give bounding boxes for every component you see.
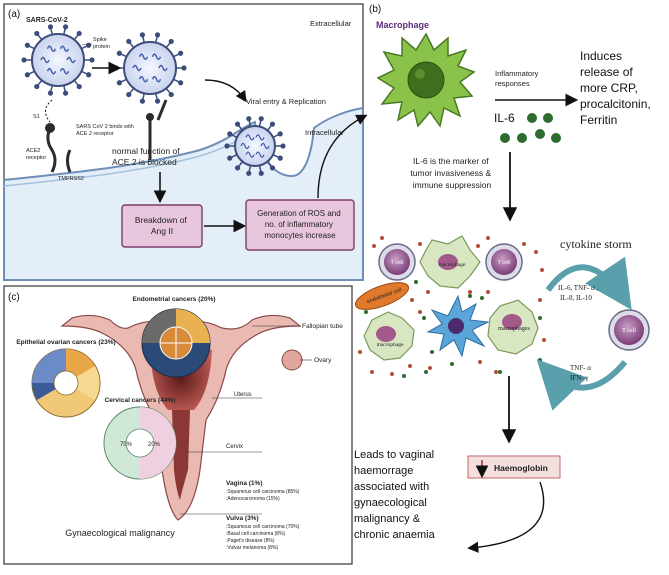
macrophages-label: macrophages: [498, 326, 530, 332]
t-cell-2: T cell: [485, 243, 523, 281]
tmprss2-label: TMPRSS2: [58, 176, 84, 182]
t-cell-1: T cell: [378, 243, 416, 281]
panel-a: (a) SARS-CoV-2 Extracellular Intracellul…: [3, 3, 368, 281]
s1-dashed-arrow: [45, 99, 53, 123]
arrow-viral-entry: [204, 79, 247, 103]
macrophages-cell: macrophages: [487, 299, 539, 355]
spike-protein-label: Spike protein: [93, 37, 110, 50]
green-dots: [364, 280, 542, 378]
haemoglobin-label: Haemoglobin: [494, 463, 548, 473]
breakdown-box-label: Breakdown of Ang II: [135, 215, 189, 236]
macrophage-title: Macrophage: [376, 20, 429, 30]
haemoglobin-box: [467, 455, 561, 479]
cytokines-top-label: IL-6, TNF- α , IL-8, IL-10: [558, 284, 600, 302]
cervical-label: Cervical cancers (44%): [105, 397, 176, 404]
virus-particle-3: [224, 116, 286, 176]
panel-a-label: (a): [8, 9, 20, 20]
panel-c: (c) Endometrial cancers (20%): [3, 285, 353, 565]
virus-particle-1: [21, 24, 95, 96]
vagina-label: Vagina (1%): [226, 480, 262, 487]
fallopian-label: Fallopian tube: [302, 323, 343, 330]
cycle-arrow-bottom: [536, 359, 628, 411]
arrow-to-macrophage: [317, 114, 368, 199]
extracellular-label: Extracellular: [310, 19, 352, 28]
panel-c-caption: Gynaecological malignancy: [65, 528, 175, 538]
panel-b-label: (b): [369, 4, 381, 15]
viral-entry-label: Viral entry & Replication: [246, 97, 326, 106]
intracellular-label: Intracellular: [305, 128, 344, 137]
macrophage-cell: [376, 32, 476, 128]
marker-label: IL-6 is the marker of tumor invasiveness…: [410, 156, 493, 190]
ace2-receptor-label: ACE2 receptor: [26, 148, 46, 161]
panel-b: (b) Macrophage Inflammatory responses IL…: [354, 4, 654, 553]
cervix-label: Cervix: [226, 444, 243, 450]
cycle-arrow-top: [545, 256, 632, 310]
vagina-items: :Squamous cell carcinoma (85%) :Adenocar…: [226, 489, 301, 502]
macrophage-2-label: macrophage: [439, 262, 466, 268]
t-cell-3-label: T cell: [622, 328, 636, 334]
binding-label: SARS CoV 2 binds with ACE 2 receptor: [76, 124, 135, 137]
inflammatory-label: Inflammatory responses: [495, 69, 540, 88]
endothelial-cell: endothelial cell: [354, 282, 410, 310]
cytokine-storm-label: cytokine storm: [560, 237, 632, 251]
macrophage-3-label: macrophage: [377, 342, 404, 348]
s1-label: S1: [33, 114, 40, 120]
macrophage-2: macrophage: [419, 235, 481, 289]
ace2-receptor: [45, 99, 168, 173]
uterus-label: Uterus: [234, 392, 252, 398]
spike-pointer: [81, 43, 93, 46]
il6-dots: [500, 113, 561, 143]
t-cell-3: T cell: [608, 309, 650, 351]
vulva-items: :Squamous cell carcinoma (70%) :Basal ce…: [226, 524, 301, 551]
endometrial-label: Endometrial cancers (20%): [132, 296, 215, 303]
generation-box: [245, 199, 355, 251]
leads-to-label: Leads to vaginal haemorrage associated w…: [354, 449, 437, 541]
dendritic-cell: [426, 294, 490, 358]
breakdown-box: [121, 204, 203, 248]
virus-name-label: SARS-CoV-2: [26, 17, 68, 24]
cervical-pct-right: 20%: [148, 442, 161, 448]
epithelial-pie: [31, 348, 101, 418]
generation-box-label: Generation of ROS and no. of inflammator…: [257, 209, 343, 240]
blood-dots: [358, 236, 546, 376]
t-cell-2-label: T cell: [497, 260, 510, 266]
t-cell-1-label: T cell: [390, 260, 403, 266]
epithelial-label: Epithelial ovarian cancers (23%): [16, 339, 115, 346]
endometrial-pie: [141, 308, 211, 378]
il6-label: IL-6: [494, 111, 515, 125]
cytokines-bottom-label: TNF- α IFN- γ: [570, 364, 593, 382]
arrow-hb-to-leads: [467, 481, 545, 553]
panel-c-label: (c): [8, 292, 20, 303]
normal-function-label: normal function of ACE 2 is blocked: [112, 146, 182, 167]
induces-label: Induces release of more CRP, procalciton…: [580, 49, 654, 127]
vulva-label: Vulva (3%): [226, 515, 259, 522]
cervical-pie: [103, 406, 177, 480]
ovary-label: Ovary: [314, 357, 332, 364]
cervical-pct-left: 70%: [120, 442, 133, 448]
macrophage-3: macrophage: [363, 311, 415, 361]
